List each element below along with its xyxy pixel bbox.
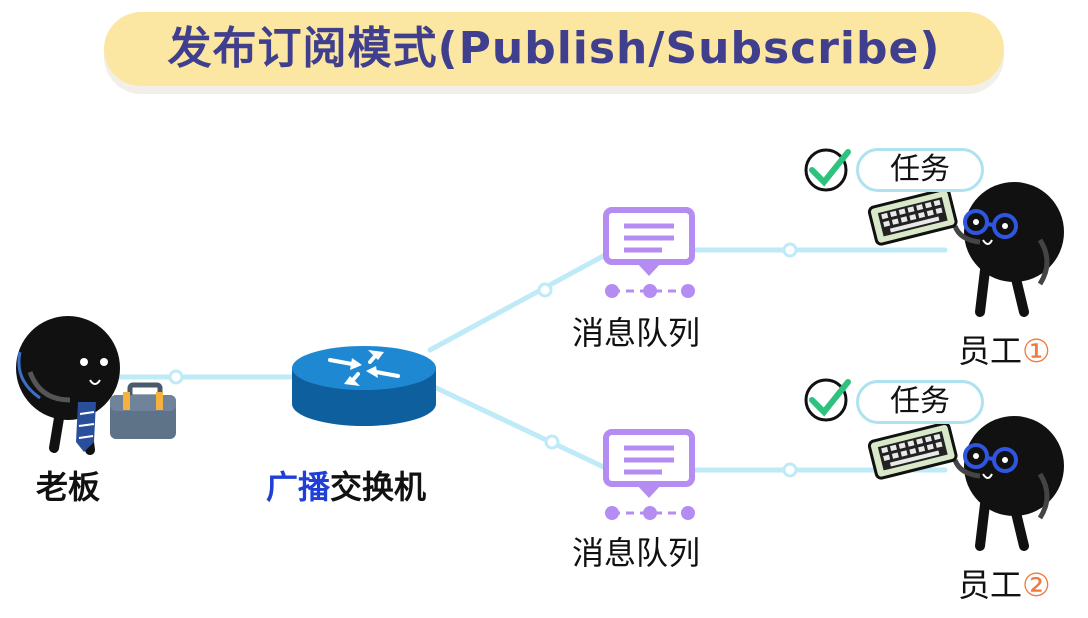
connector-exchange-queue-1 (427, 252, 608, 353)
worker-name-2: 员工 (958, 566, 1023, 604)
message-queue-icon-2 (603, 429, 695, 520)
keyboard-icon-1 (867, 187, 958, 246)
exchange-label-rest: 交换机 (330, 468, 427, 506)
boss-character-icon (16, 316, 120, 455)
worker-character-icon-2 (952, 416, 1064, 551)
briefcase-icon (110, 382, 176, 439)
check-icon-2 (804, 378, 851, 422)
queue-label-1: 消息队列 (572, 314, 701, 352)
worker-character-icon-1 (952, 182, 1064, 317)
worker-name-1: 员工 (958, 332, 1023, 370)
worker-label-1: 员工① (958, 326, 1051, 372)
message-queue-icon-1 (603, 207, 695, 298)
connector-node (168, 369, 184, 385)
connector-node (782, 242, 798, 258)
connector-node (782, 462, 798, 478)
router-icon (292, 346, 436, 426)
exchange-label-highlight: 广播 (266, 468, 331, 506)
worker-label-2: 员工② (958, 560, 1051, 606)
connector-exchange-queue-2 (427, 382, 613, 473)
queue-label-2: 消息队列 (572, 534, 701, 572)
title-banner (104, 12, 1004, 86)
keyboard-icon-2 (867, 421, 958, 480)
exchange-label: 广播交换机 (266, 462, 426, 508)
worker-number-2: ② (1022, 566, 1051, 604)
boss-label: 老板 (36, 468, 101, 506)
check-icon-1 (804, 148, 851, 192)
task-badge-2: 任务 (856, 380, 984, 424)
connector-node (544, 434, 560, 450)
connector-node (537, 282, 553, 298)
page-title: 发布订阅模式(Publish/Subscribe) (167, 23, 941, 74)
task-badge-1: 任务 (856, 148, 984, 192)
worker-number-1: ① (1022, 332, 1051, 370)
